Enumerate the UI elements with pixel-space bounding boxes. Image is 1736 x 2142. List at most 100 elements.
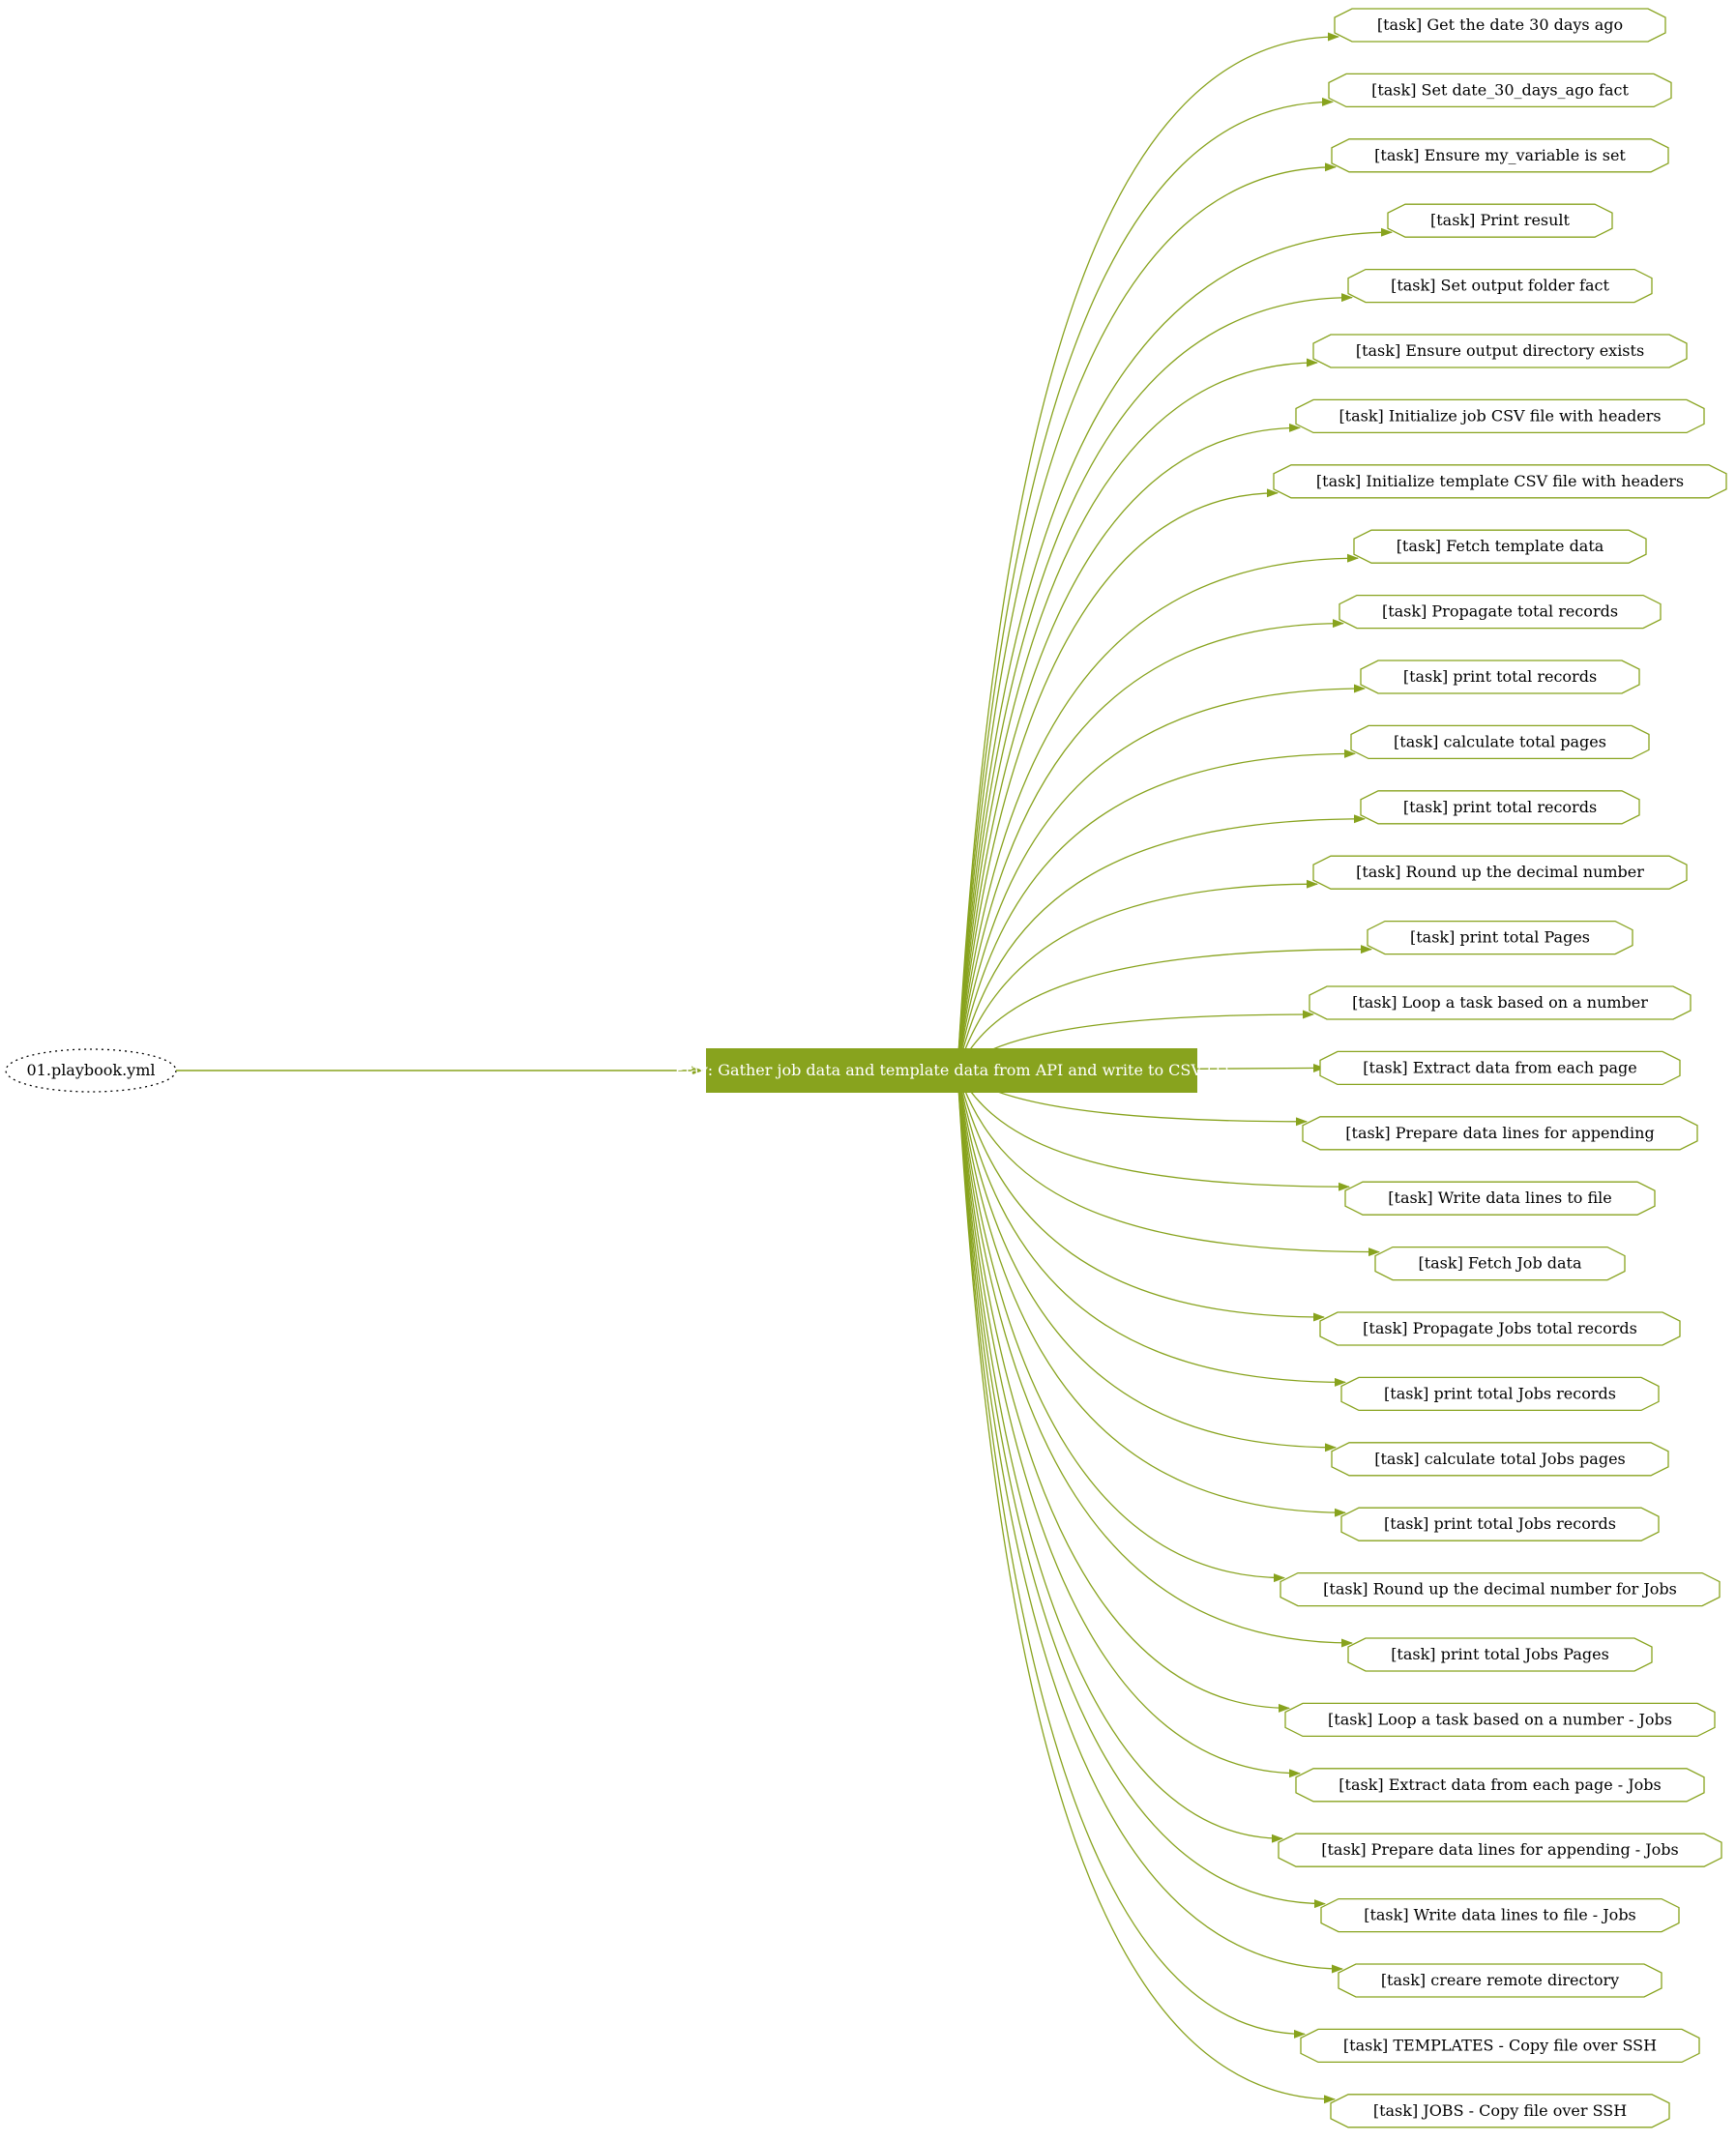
- task-node-label: [task] Loop a task based on a number: [1352, 993, 1648, 1012]
- edge-play-to-task: [956, 1070, 1336, 2104]
- edge-play-to-task: [956, 684, 1366, 1071]
- task-node[interactable]: [task] Initialize job CSV file with head…: [1295, 398, 1705, 434]
- task-node-label: [task] Fetch Job data: [1418, 1254, 1582, 1273]
- task-node[interactable]: [task] Prepare data lines for appending: [1302, 1116, 1698, 1151]
- task-node[interactable]: [task] Round up the decimal number for J…: [1280, 1571, 1721, 1607]
- edge-play-to-task: [956, 619, 1344, 1071]
- task-node-outline: [1284, 1702, 1716, 1738]
- task-node[interactable]: [task] Set output folder fact: [1347, 268, 1653, 304]
- task-node[interactable]: [task] Print result: [1387, 203, 1613, 238]
- task-node[interactable]: [task] print total Pages: [1367, 920, 1633, 955]
- edges: [956, 32, 1393, 2104]
- task-node[interactable]: [task] calculate total pages: [1350, 724, 1650, 760]
- task-node-label: [task] Get the date 30 days ago: [1377, 15, 1623, 34]
- edge-play-to-task: [956, 293, 1353, 1071]
- task-node-label: [task] Set output folder fact: [1391, 277, 1609, 295]
- play-node-box: [706, 1048, 1197, 1093]
- task-node-label: [task] Round up the decimal number: [1356, 863, 1644, 881]
- task-node-label: [task] calculate total pages: [1394, 732, 1606, 750]
- task-node[interactable]: [task] print total records: [1360, 790, 1640, 825]
- task-node-label: [task] Ensure output directory exists: [1356, 341, 1644, 360]
- task-node-label: [task] Print result: [1430, 211, 1571, 229]
- task-node[interactable]: [task] Write data lines to file - Jobs: [1320, 1897, 1680, 1933]
- task-node[interactable]: [task] Initialize template CSV file with…: [1273, 464, 1727, 499]
- task-node[interactable]: [task] print total Jobs records: [1340, 1376, 1660, 1412]
- task-node-outline: [1344, 1181, 1656, 1216]
- task-node[interactable]: [task] Set date_30_days_ago fact: [1328, 73, 1672, 108]
- edge-play-to-task: [956, 1070, 1306, 2039]
- task-node-label: [task] print total Jobs Pages: [1391, 1645, 1609, 1663]
- task-node[interactable]: [task] Get the date 30 days ago: [1334, 8, 1666, 43]
- task-node-outline: [1350, 724, 1650, 760]
- task-node[interactable]: [task] Propagate Jobs total records: [1319, 1311, 1681, 1346]
- task-node-outline: [1374, 1246, 1626, 1281]
- task-node[interactable]: [task] Loop a task based on a number: [1309, 985, 1692, 1020]
- task-node-outline: [1347, 1637, 1653, 1672]
- task-node-outline: [1319, 1311, 1681, 1346]
- task-node-outline: [1331, 1442, 1669, 1477]
- task-node[interactable]: [task] Fetch template data: [1353, 529, 1647, 564]
- edge-play-to-task: [956, 1070, 1290, 1713]
- task-node-outline: [1331, 138, 1669, 173]
- task-node-label: [task] print total Jobs records: [1384, 1384, 1616, 1402]
- edge-play-to-task: [956, 423, 1301, 1071]
- task-node[interactable]: [task] JOBS - Copy file over SSH: [1330, 2094, 1670, 2128]
- task-node[interactable]: [task] Loop a task based on a number - J…: [1284, 1702, 1716, 1738]
- edge-play-to-task: [956, 945, 1372, 1071]
- task-node-label: [task] TEMPLATES - Copy file over SSH: [1343, 2036, 1657, 2054]
- task-node-outline: [1300, 2028, 1700, 2064]
- task-node-label: [task] Ensure my_variable is set: [1374, 146, 1626, 164]
- task-node-label: [task] creare remote directory: [1381, 1971, 1619, 1989]
- task-node[interactable]: [task] Fetch Job data: [1374, 1246, 1626, 1281]
- task-node[interactable]: [task] Ensure my_variable is set: [1331, 138, 1669, 173]
- edge-play-to-task: [956, 1070, 1325, 1322]
- edge-play-to-task: [956, 1070, 1337, 1452]
- task-node[interactable]: [task] Prepare data lines for appending …: [1278, 1833, 1722, 1867]
- task-node[interactable]: [task] Extract data from each page - Job…: [1295, 1768, 1705, 1803]
- play-node[interactable]: Play: Gather job data and template data …: [674, 1048, 1229, 1093]
- task-node-outline: [1334, 8, 1666, 43]
- edge-play-to-task: [956, 748, 1356, 1071]
- play-node-label: Play: Gather job data and template data …: [674, 1061, 1228, 1079]
- task-node-outline: [1302, 1116, 1698, 1151]
- task-node[interactable]: [task] print total records: [1360, 660, 1640, 694]
- task-node-outline: [1353, 529, 1647, 564]
- task-node[interactable]: [task] Write data lines to file: [1344, 1181, 1656, 1216]
- edge-play-to-task: [956, 879, 1318, 1071]
- task-node[interactable]: [task] Extract data from each page: [1319, 1050, 1681, 1086]
- task-node[interactable]: [task] Ensure output directory exists: [1312, 334, 1688, 368]
- edge-play-to-task: [956, 1070, 1380, 1257]
- playbook-node-label: 01.playbook.yml: [27, 1061, 156, 1079]
- task-node-outline: [1280, 1571, 1721, 1607]
- task-node[interactable]: [task] TEMPLATES - Copy file over SSH: [1300, 2028, 1700, 2064]
- task-node[interactable]: [task] print total Jobs Pages: [1347, 1637, 1653, 1672]
- edge-play-to-task: [956, 1070, 1326, 1909]
- task-node-outline: [1339, 594, 1662, 630]
- task-node[interactable]: [task] Propagate total records: [1339, 594, 1662, 630]
- edge-play-to-task: [956, 1070, 1285, 1583]
- task-node-outline: [1338, 1963, 1662, 1998]
- task-node-label: [task] Propagate Jobs total records: [1363, 1319, 1637, 1337]
- task-node-label: [task] calculate total Jobs pages: [1374, 1450, 1626, 1468]
- task-node[interactable]: [task] creare remote directory: [1338, 1963, 1662, 1998]
- playbook-node[interactable]: 01.playbook.yml: [5, 1048, 177, 1093]
- edge-play-to-task: [956, 1070, 1343, 1974]
- task-node[interactable]: [task] calculate total Jobs pages: [1331, 1442, 1669, 1477]
- task-node-label: [task] Fetch template data: [1397, 537, 1604, 555]
- task-node-outline: [1295, 398, 1705, 434]
- edge-play-to-task: [956, 227, 1393, 1071]
- task-node-outline: [1367, 920, 1633, 955]
- task-node-label: [task] Set date_30_days_ago fact: [1371, 80, 1629, 99]
- edge-play-to-task: [956, 162, 1337, 1071]
- task-node-outline: [1295, 1768, 1705, 1803]
- task-node-outline: [1312, 855, 1688, 890]
- task-node-label: [task] Write data lines to file - Jobs: [1364, 1906, 1636, 1924]
- task-node[interactable]: [task] print total Jobs records: [1340, 1507, 1660, 1541]
- task-node[interactable]: [task] Round up the decimal number: [1312, 855, 1688, 890]
- task-node-label: [task] Extract data from each page - Job…: [1339, 1775, 1661, 1794]
- edge-play-to-task: [956, 32, 1339, 1071]
- task-node-label: [task] Propagate total records: [1382, 602, 1618, 621]
- task-node-outline: [1309, 985, 1692, 1020]
- edge-play-to-task: [956, 1070, 1346, 1387]
